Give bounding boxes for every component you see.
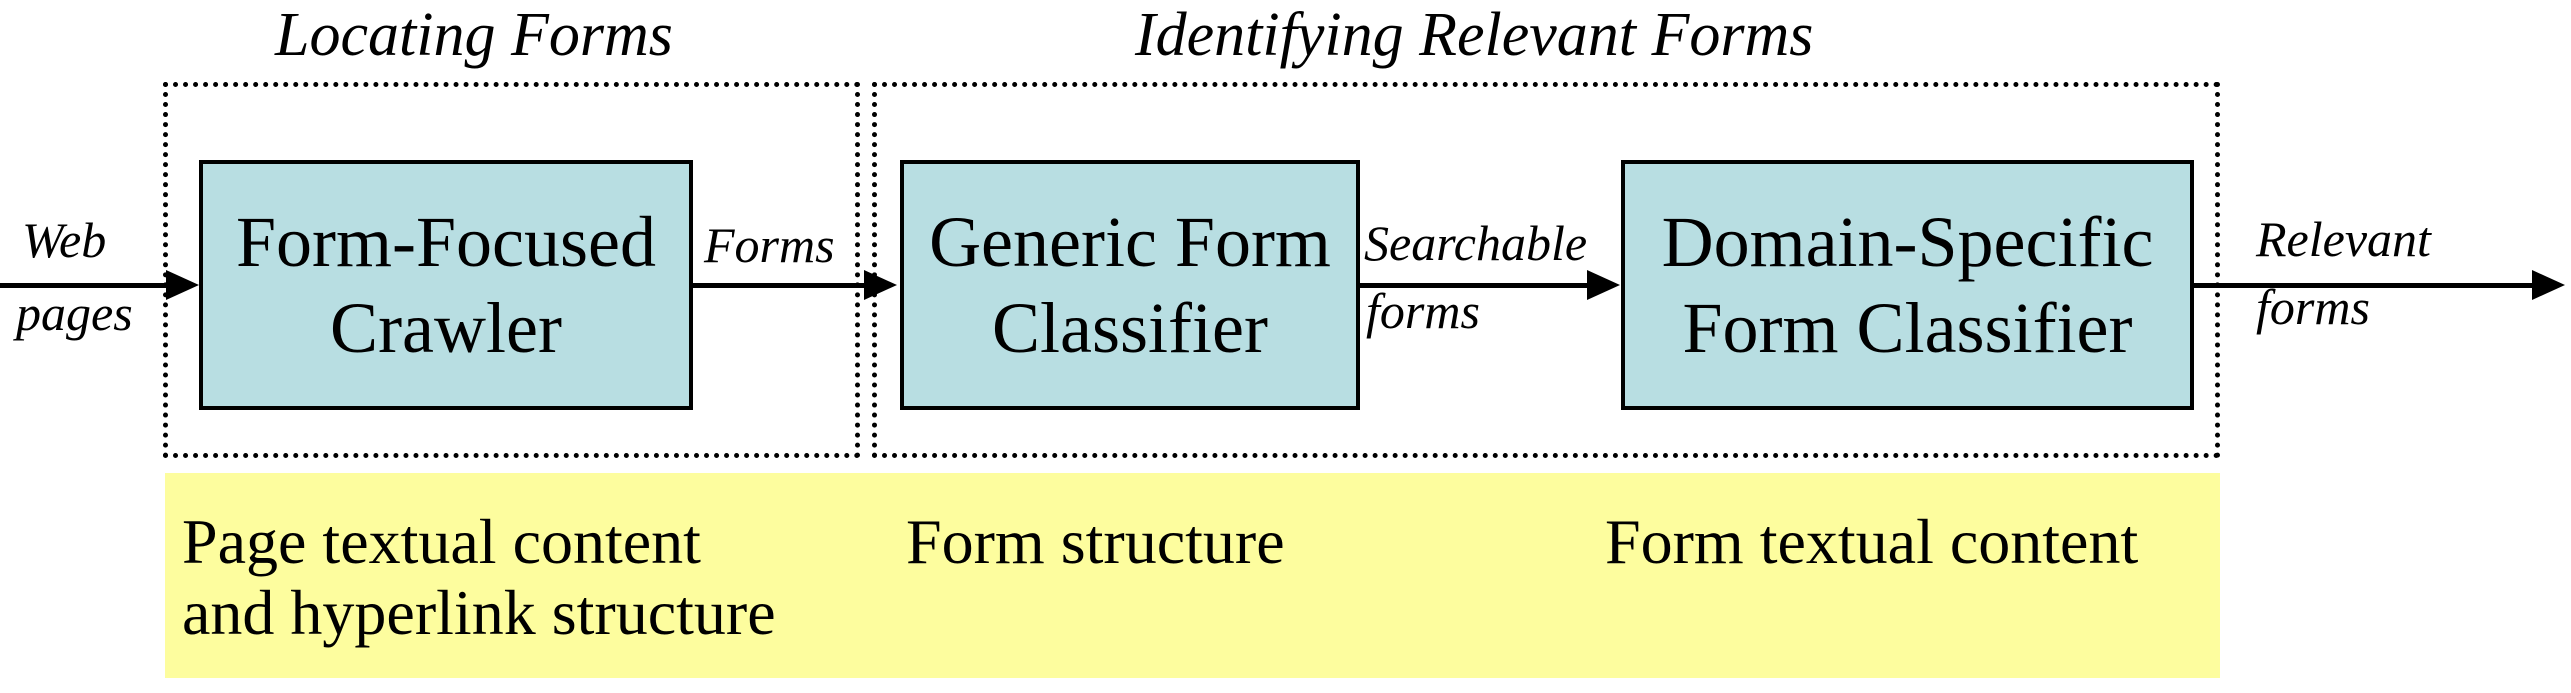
arrowhead-icon: [864, 270, 897, 300]
generic-form-classifier-box: Generic Form Classifier: [900, 160, 1360, 410]
box-label-line: Generic Form: [929, 202, 1331, 282]
web-pages-label-line1: Web: [22, 212, 107, 268]
group-title-locating-forms: Locating Forms: [275, 1, 673, 69]
relevant-forms-label-line1: Relevant: [2256, 211, 2431, 267]
legend-item-line: Page textual content: [182, 506, 701, 577]
box-label-line: Crawler: [330, 288, 562, 368]
domain-specific-form-classifier-box: Domain-Specific Form Classifier: [1621, 160, 2194, 410]
arrowhead-icon: [166, 270, 199, 300]
arrowhead-icon: [2532, 270, 2565, 300]
searchable-forms-label-line2: forms: [1366, 283, 1480, 339]
arrowhead-icon: [1587, 270, 1620, 300]
forms-arrow: [692, 283, 867, 288]
box-label-line: Domain-Specific: [1661, 202, 2154, 282]
web-pages-arrow: [0, 283, 168, 288]
searchable-forms-label-line1: Searchable: [1364, 215, 1588, 271]
box-label-line: Form-Focused: [236, 202, 656, 282]
legend-item-line: Form textual content: [1605, 506, 2139, 577]
web-pages-label-line2: pages: [16, 285, 133, 341]
relevant-forms-arrow: [2193, 283, 2535, 288]
forms-label: Forms: [704, 217, 835, 273]
form-focused-crawler-box: Form-Focused Crawler: [199, 160, 693, 410]
legend-item-line: Form structure: [906, 506, 1285, 577]
legend-item-form-textual-content: Form textual content: [1605, 506, 2138, 577]
legend-item-page-textual-content: Page textual content and hyperlink struc…: [182, 506, 776, 648]
inputs-legend-band: [165, 473, 2220, 678]
searchable-forms-arrow: [1360, 283, 1590, 288]
box-label-line: Classifier: [992, 288, 1268, 368]
legend-item-line: and hyperlink structure: [182, 577, 776, 648]
group-title-identifying-relevant-forms: Identifying Relevant Forms: [1135, 1, 1814, 69]
relevant-forms-label-line2: forms: [2256, 279, 2370, 335]
locating-forms-group: [163, 82, 860, 458]
legend-item-form-structure: Form structure: [906, 506, 1285, 577]
box-label-line: Form Classifier: [1682, 288, 2133, 368]
